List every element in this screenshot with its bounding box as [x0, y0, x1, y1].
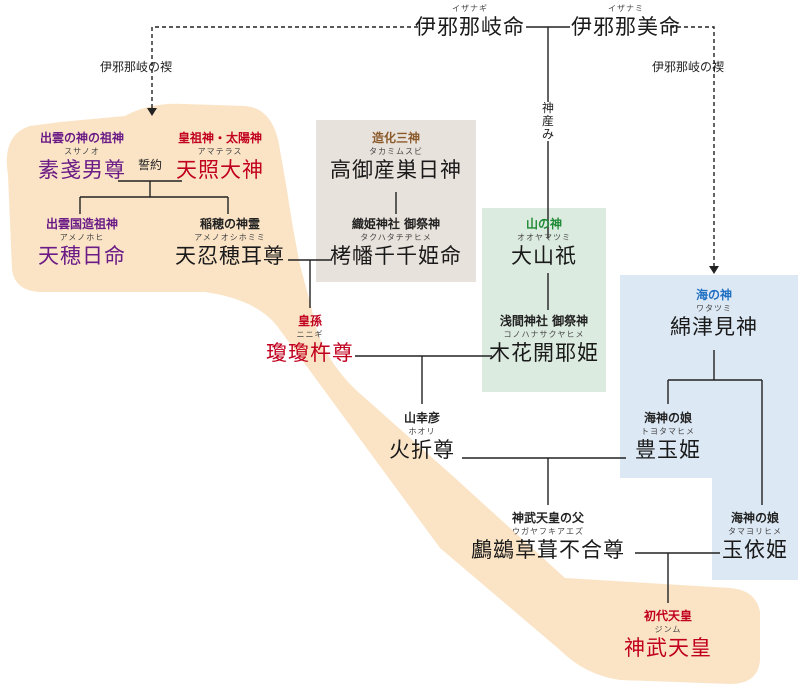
node-jimmu: 初代天皇 ジンム 神武天皇	[608, 608, 728, 662]
misogi-right-arrowhead	[709, 266, 719, 274]
node-toyotama: 海神の娘 トヨタマヒメ 豊玉姫	[618, 410, 718, 464]
izanagi-ruby: イザナギ	[452, 4, 488, 13]
izanami-ruby: イザナミ	[608, 4, 644, 13]
izanagi-name: 伊邪那岐命	[415, 15, 525, 39]
jimmu-name: 神武天皇	[624, 636, 712, 660]
takuhatachiji-name: 栲幡千千姫命	[330, 244, 462, 268]
ooyamatsumi-name: 大山祇	[511, 244, 577, 268]
node-izanami: イザナミ 伊邪那美命	[566, 3, 686, 41]
mountain-deity-box	[482, 208, 606, 392]
node-izanagi: イザナギ 伊邪那岐命	[410, 3, 530, 41]
oshihomimi-name: 天忍穂耳尊	[175, 244, 285, 268]
ugaya-ruby: ウガヤフキアエズ	[512, 527, 584, 536]
oshihomimi-role: 稲穂の神霊	[199, 217, 260, 231]
node-amaterasu: 皇祖神・太陽神 アマテラス 天照大神	[160, 130, 280, 184]
takamimusubi-name: 高御産巣日神	[330, 158, 462, 182]
ninigi-ruby: ニニギ	[296, 330, 324, 339]
misogi-left-arrowhead	[147, 108, 157, 116]
toyotama-role: 海神の娘	[643, 411, 692, 425]
amenohohi-role: 出雲国造祖神	[45, 217, 118, 231]
toyotama-ruby: トヨタマヒメ	[641, 427, 695, 436]
konohana-ruby: コノハナサクヤヒメ	[503, 330, 585, 339]
node-takuhatachiji: 織姫神社 御祭神 タクハタチヂヒメ 栲幡千千姫命	[316, 216, 476, 270]
node-hoori: 山幸彦 ホオリ 火折尊	[372, 410, 472, 464]
jimmu-ruby: ジンム	[654, 625, 682, 634]
amenohohi-name: 天穂日命	[38, 244, 126, 268]
konohana-name: 木花開耶姫	[489, 341, 599, 365]
imperial-lineage-region	[6, 103, 761, 684]
ninigi-name: 瓊瓊杵尊	[266, 341, 354, 365]
susanoo-name: 素戔男尊	[38, 158, 126, 182]
node-oshihomimi: 稲穂の神霊 アメノオシホミミ 天忍穂耳尊	[165, 216, 295, 270]
ugaya-name: 鸕鷀草葺不合尊	[471, 538, 625, 562]
ninigi-role: 皇孫	[297, 314, 322, 328]
susanoo-role: 出雲の神の祖神	[39, 131, 124, 145]
izanami-name: 伊邪那美命	[571, 15, 681, 39]
hoori-name: 火折尊	[389, 438, 455, 462]
amenohohi-ruby: アメノホヒ	[59, 233, 105, 242]
node-konohana: 浅間神社 御祭神 コノハナサクヤヒメ 木花開耶姫	[482, 313, 606, 367]
amaterasu-role: 皇祖神・太陽神	[177, 131, 262, 145]
ooyamatsumi-ruby: オオヤマツミ	[517, 233, 571, 242]
hoori-role: 山幸彦	[403, 411, 440, 425]
toyotama-name: 豊玉姫	[635, 438, 701, 462]
seiyaku-label: 誓約	[136, 156, 165, 173]
wadatsumi-ruby: ワタツミ	[696, 304, 732, 313]
susanoo-ruby: スサノオ	[64, 147, 100, 156]
tamayori-name: 玉依姫	[722, 538, 788, 562]
sea-deity-box	[620, 275, 798, 580]
node-susanoo: 出雲の神の祖神 スサノオ 素戔男尊	[22, 130, 142, 184]
jimmu-role: 初代天皇	[643, 609, 692, 623]
takuhatachiji-role: 織姫神社 御祭神	[351, 217, 441, 231]
takuhatachiji-ruby: タクハタチヂヒメ	[360, 233, 432, 242]
node-ninigi: 皇孫 ニニギ 瓊瓊杵尊	[255, 313, 365, 367]
wadatsumi-role: 海の神	[695, 288, 732, 302]
ugaya-role: 神武天皇の父	[511, 511, 584, 525]
misogi-right-arrow	[670, 26, 715, 268]
wadatsumi-name: 綿津見神	[670, 315, 758, 339]
konohana-role: 浅間神社 御祭神	[499, 314, 589, 328]
node-ooyamatsumi: 山の神 オオヤマツミ 大山祇	[482, 216, 606, 270]
misogi-left-label: 伊邪那岐の禊	[100, 60, 173, 74]
node-tamayori: 海神の娘 タマヨリヒメ 玉依姫	[712, 510, 798, 564]
ooyamatsumi-role: 山の神	[525, 217, 562, 231]
takamimusubi-role: 造化三神	[371, 131, 420, 145]
hoori-ruby: ホオリ	[408, 427, 436, 436]
node-wadatsumi: 海の神 ワタツミ 綿津見神	[654, 287, 774, 341]
tamayori-ruby: タマヨリヒメ	[728, 527, 782, 536]
node-ugaya: 神武天皇の父 ウガヤフキアエズ 鸕鷀草葺不合尊	[463, 510, 633, 564]
misogi-left-arrow	[151, 26, 418, 110]
misogi-right-label: 伊邪那岐の禊	[652, 60, 725, 74]
node-amenohohi: 出雲国造祖神 アメノホヒ 天穂日命	[22, 216, 142, 270]
tamayori-role: 海神の娘	[730, 511, 779, 525]
kuniumi-label: 神産み	[541, 101, 555, 141]
amaterasu-ruby: アマテラス	[197, 147, 243, 156]
takamimusubi-ruby: タカミムスビ	[369, 147, 423, 156]
oshihomimi-ruby: アメノオシホミミ	[194, 233, 266, 242]
amaterasu-name: 天照大神	[176, 158, 264, 182]
node-takamimusubi: 造化三神 タカミムスビ 高御産巣日神	[316, 130, 476, 184]
